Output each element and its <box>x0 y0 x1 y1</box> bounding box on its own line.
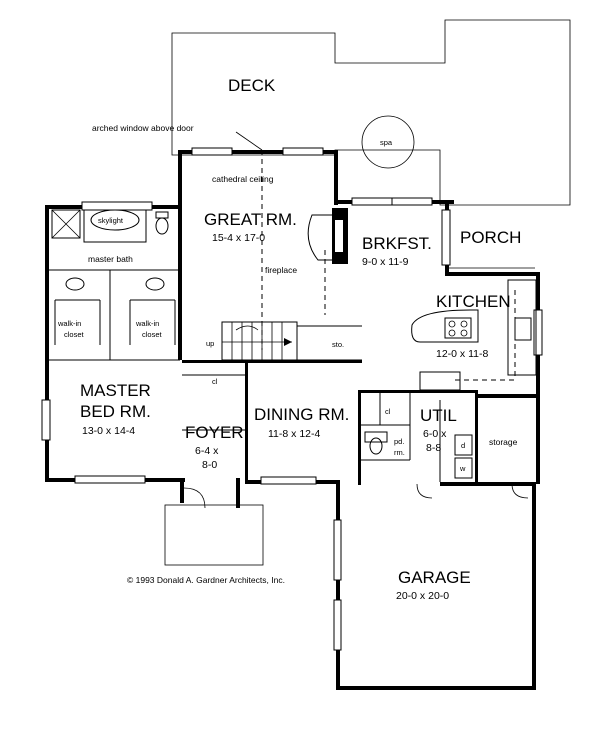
toilet-tank <box>155 211 169 219</box>
window <box>191 147 233 156</box>
tub <box>83 209 147 243</box>
storage-abbr-note: sto. <box>332 340 344 349</box>
great-room-label: GREAT RM. <box>204 210 297 229</box>
pd-sink <box>364 431 388 443</box>
master-bedroom-size: 13-0 x 14-4 <box>82 425 135 437</box>
storage-room-label: storage <box>489 437 518 447</box>
shower <box>51 209 81 239</box>
porch-label: PORCH <box>460 228 521 247</box>
wall <box>180 478 184 503</box>
wall <box>178 150 182 360</box>
shower-x <box>51 209 81 239</box>
walk-in-closet-2-line2: closet <box>142 330 163 339</box>
foyer-size-1: 6-4 x <box>195 445 219 457</box>
wall <box>358 390 361 485</box>
washer-label: w <box>459 464 466 473</box>
foyer-label: FOYER <box>185 423 244 442</box>
front-stoop <box>164 504 264 566</box>
foyer-size-2: 8-0 <box>202 459 217 471</box>
kitchen-island <box>411 309 479 343</box>
wall <box>236 478 240 508</box>
great-room-size: 15-4 x 17-0 <box>212 232 265 244</box>
fireplace-opening <box>335 220 343 252</box>
arched-window-leader <box>235 131 263 151</box>
walk-in-closet-1-line2: closet <box>64 330 85 339</box>
kitchen-size: 12-0 x 11-8 <box>436 348 488 360</box>
dryer-label: d <box>461 441 465 450</box>
door-swing <box>416 483 433 499</box>
window <box>333 519 342 581</box>
wall <box>532 482 536 690</box>
utility-label: UTIL <box>420 406 457 425</box>
fireplace-hearth <box>307 214 335 261</box>
window <box>74 475 146 484</box>
wall <box>334 150 338 205</box>
skylight-oval <box>90 209 140 231</box>
walk-in-closet-2-line1: walk-in <box>135 319 159 328</box>
wall <box>440 482 536 486</box>
utility-size-1: 6-0 x <box>423 428 447 440</box>
wall <box>475 390 478 485</box>
pd-toilet <box>369 437 383 455</box>
skylight-note: skylight <box>98 216 124 225</box>
window <box>351 197 393 206</box>
deck-label: DECK <box>228 76 276 95</box>
kitchen-sink <box>514 317 532 341</box>
spa-outline <box>361 115 415 169</box>
wall <box>336 482 340 690</box>
window <box>81 201 153 211</box>
wall <box>536 394 540 484</box>
window <box>333 599 342 651</box>
stairs <box>221 321 298 361</box>
master-bedroom-line2: BED RM. <box>80 402 151 421</box>
wall <box>445 272 540 276</box>
dining-room-size: 11-8 x 12-4 <box>268 428 320 440</box>
toilet-bowl <box>155 217 169 235</box>
copyright-note: © 1993 Donald A. Gardner Architects, Inc… <box>127 575 285 585</box>
powder-room-line1: pd. <box>394 437 404 446</box>
garage-size: 20-0 x 20-0 <box>396 590 449 602</box>
wall <box>178 150 338 154</box>
closet-abbr-foyer: cl <box>212 377 218 386</box>
wall <box>45 205 49 480</box>
closet-abbr-dining: cl <box>385 407 391 416</box>
wall <box>336 686 536 690</box>
wall <box>476 394 540 398</box>
powder-room-line2: rm. <box>394 448 405 457</box>
utility-size-2: 8-8 <box>426 442 441 454</box>
fireplace-note: fireplace <box>265 265 297 275</box>
cooktop <box>444 317 472 339</box>
spa-label: spa <box>380 138 393 147</box>
master-bath-note: master bath <box>88 254 133 264</box>
walk-in-closet-1-line1: walk-in <box>57 319 81 328</box>
master-bedroom-line1: MASTER <box>80 381 151 400</box>
stairs-up-note: up <box>206 339 214 348</box>
wall <box>358 390 478 393</box>
sink <box>145 277 165 291</box>
door-swing <box>511 483 529 499</box>
breakfast-size: 9-0 x 11-9 <box>362 256 409 268</box>
window <box>260 476 317 485</box>
dining-room-label: DINING RM. <box>254 405 349 424</box>
kitchen-counter <box>419 371 461 391</box>
breakfast-label: BRKFST. <box>362 234 432 253</box>
arched-window-note: arched window above door <box>92 123 194 133</box>
window <box>282 147 324 156</box>
garage-label: GARAGE <box>398 568 471 587</box>
window <box>41 399 51 441</box>
dryer <box>454 434 473 456</box>
washer <box>454 457 473 479</box>
window <box>441 209 451 266</box>
kitchen-label: KITCHEN <box>436 292 511 311</box>
window <box>391 197 433 206</box>
wall <box>182 360 362 363</box>
kitchen-counter <box>507 279 537 376</box>
sink <box>65 277 85 291</box>
wall <box>245 363 248 483</box>
window <box>533 309 543 356</box>
cathedral-ceiling-note: cathedral ceiling <box>212 174 274 184</box>
